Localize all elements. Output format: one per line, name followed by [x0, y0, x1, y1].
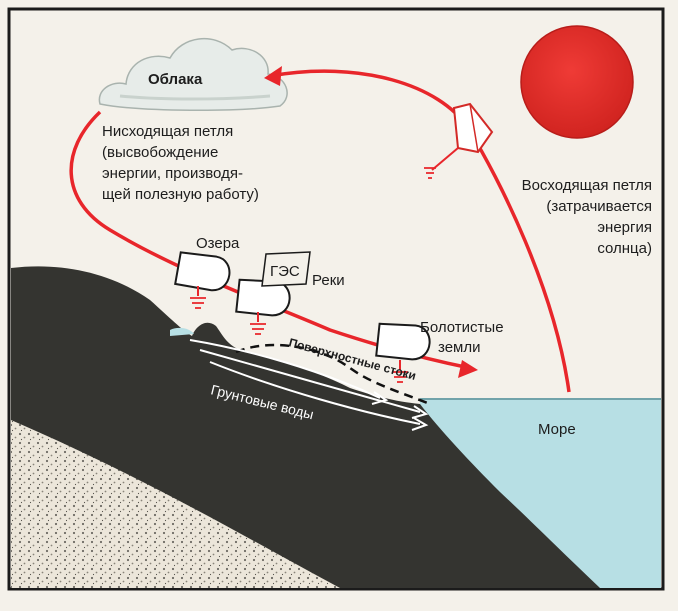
caption-ascending-line-2: (затрачивается: [546, 198, 652, 215]
hpp-sign: [261, 251, 311, 287]
sun-icon: [520, 25, 634, 139]
caption-ascending-line-4: солнца): [597, 240, 652, 257]
label-hpp: ГЭС: [270, 263, 300, 280]
label-clouds: Облака: [148, 71, 203, 88]
cloud-icon: [98, 37, 288, 112]
caption-descending-line-2: (высвобождение: [102, 144, 218, 161]
label-sea: Море: [538, 421, 576, 438]
rivers-energy-block: [235, 278, 291, 335]
surface-runoff-line: [235, 343, 431, 406]
label-rivers: Реки: [312, 272, 345, 289]
arrowhead-to-cloud: [264, 66, 282, 86]
label-swamps-1: Болотистые: [420, 319, 504, 336]
caption-descending-line-4: щей полезную работу): [102, 186, 259, 203]
arrowhead-to-sea: [458, 360, 478, 378]
land: [11, 266, 600, 588]
lakes-energy-block: [174, 251, 231, 309]
lake-water: [170, 327, 194, 336]
caption-ascending-line-3: энергия: [597, 219, 652, 236]
groundwater-flow-arrows: [189, 339, 429, 431]
swamps-energy-block: [375, 322, 431, 383]
label-lakes: Озера: [196, 235, 240, 252]
caption-descending-line-3: энергии, производя-: [102, 165, 243, 182]
caption-ascending-line-1: Восходящая петля: [522, 177, 652, 194]
caption-descending-line-1: Нисходящая петля: [102, 123, 233, 140]
caption-descending-loop: Нисходящая петля (высвобождение энергии,…: [102, 123, 259, 203]
label-swamps-2: земли: [438, 339, 481, 356]
caption-ascending-loop: Восходящая петля (затрачивается энергия …: [522, 177, 652, 257]
solar-energy-intake-icon: [424, 102, 494, 179]
